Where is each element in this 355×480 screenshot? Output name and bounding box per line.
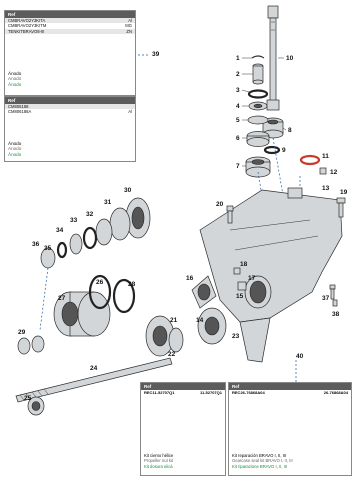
seal-kit-label-en: Gearcase seal kit BRAVO I, II, III (232, 458, 293, 464)
anode-label-it: Anodo (8, 76, 22, 82)
callout-38: 38 (332, 311, 340, 318)
callout-labels: 1 2 3 4 5 6 7 8 9 10 11 12 13 14 15 16 1… (18, 51, 348, 402)
callout-1: 1 (236, 55, 240, 62)
nut-17 (237, 281, 247, 291)
bearing-4 (248, 101, 268, 111)
sleeve-2 (252, 63, 264, 85)
callout-16: 16 (186, 275, 194, 282)
seal-kit-label-es: Kit reparación BRAVO I, II, III (232, 453, 287, 458)
callout-8: 8 (288, 127, 292, 134)
anode-ring-box-header: Ref (5, 97, 135, 104)
callout-13: 13 (322, 185, 330, 192)
callout-36: 36 (32, 241, 40, 248)
anode-ring-label-es: Ánodo (8, 141, 22, 146)
propeller-kit-label-en: Propeller nut kit (144, 458, 174, 464)
bolt-19 (336, 197, 346, 218)
snap-ring-1 (251, 55, 265, 59)
callout-33: 33 (70, 217, 78, 224)
callout-4: 4 (236, 103, 240, 110)
callout-15: 15 (236, 293, 244, 300)
seal-kit-label-it: Kit riparazione BRAVO I, II, III (232, 463, 288, 469)
screw-37-38 (329, 284, 338, 307)
pinion-gear-16 (191, 275, 217, 309)
callout-9: 9 (282, 147, 286, 154)
callout-34: 34 (56, 227, 64, 234)
callout-17: 17 (248, 275, 256, 282)
oring-9 (263, 145, 281, 155)
oring-28 (112, 278, 136, 314)
oring-26 (88, 274, 112, 310)
callout-37: 37 (322, 295, 330, 302)
drive-shaft (266, 5, 280, 111)
callout-2: 2 (236, 71, 240, 78)
anode-ring-label-pt: Ânodo (8, 151, 22, 157)
callout-3: 3 (236, 87, 240, 94)
callout-18: 18 (240, 261, 248, 268)
callout-35: 35 (44, 245, 52, 252)
callout-7: 7 (236, 163, 240, 170)
anode-kit-box-header: Ref (5, 11, 135, 18)
callout-23: 23 (232, 333, 240, 340)
callout-6: 6 (236, 135, 240, 142)
anode-ring-label-it: Anodo (8, 146, 22, 152)
bearing-6 (246, 131, 270, 147)
bearing-23 (197, 307, 227, 345)
bearing-stack-left (40, 197, 151, 269)
callout-39: 39 (152, 51, 160, 58)
callout-20: 20 (216, 201, 224, 208)
propeller-kit-label-it: Kit dosura elicá (144, 463, 173, 469)
seal-29 (17, 335, 45, 355)
callout-40: 40 (296, 353, 304, 360)
fitting-12 (319, 167, 327, 175)
screw-20 (226, 205, 234, 224)
bearing-8 (262, 117, 284, 139)
propeller-kit-label-es: Kit ciemo hélice (144, 453, 174, 458)
carrier-27 (53, 291, 111, 337)
callout-31: 31 (104, 199, 112, 206)
anode-label-es: Ánodo (8, 71, 22, 76)
callout-26: 26 (96, 279, 104, 286)
callout-32: 32 (86, 211, 94, 218)
callout-28: 28 (128, 281, 136, 288)
callout-12: 12 (330, 169, 338, 176)
anode-label-pt: Ânodo (8, 81, 22, 87)
race-5 (247, 115, 269, 125)
callout-29: 29 (18, 329, 26, 336)
callout-14: 14 (196, 317, 204, 324)
callout-21: 21 (170, 317, 178, 324)
callout-22: 22 (168, 351, 176, 358)
callout-10: 10 (286, 55, 294, 62)
anode-ring-row: CM806188 (5, 104, 135, 110)
callout-11: 11 (322, 153, 329, 160)
propeller-kit-header: Ref (141, 383, 225, 390)
oring-11 (299, 154, 321, 166)
callout-5: 5 (236, 117, 240, 124)
gear-housing (199, 187, 343, 363)
propeller-shaft-24 (15, 357, 173, 403)
callout-19: 19 (340, 189, 348, 196)
washer-18 (233, 267, 241, 275)
callout-30: 30 (124, 187, 132, 194)
callout-27: 27 (58, 295, 66, 302)
oring-3 (247, 89, 269, 99)
leader-lines (241, 57, 287, 167)
seal-kit-header: Ref (229, 383, 351, 390)
gear-21-22 (145, 315, 184, 357)
nut-25 (27, 396, 45, 416)
callout-25: 25 (24, 395, 32, 402)
callout-24: 24 (90, 365, 98, 372)
